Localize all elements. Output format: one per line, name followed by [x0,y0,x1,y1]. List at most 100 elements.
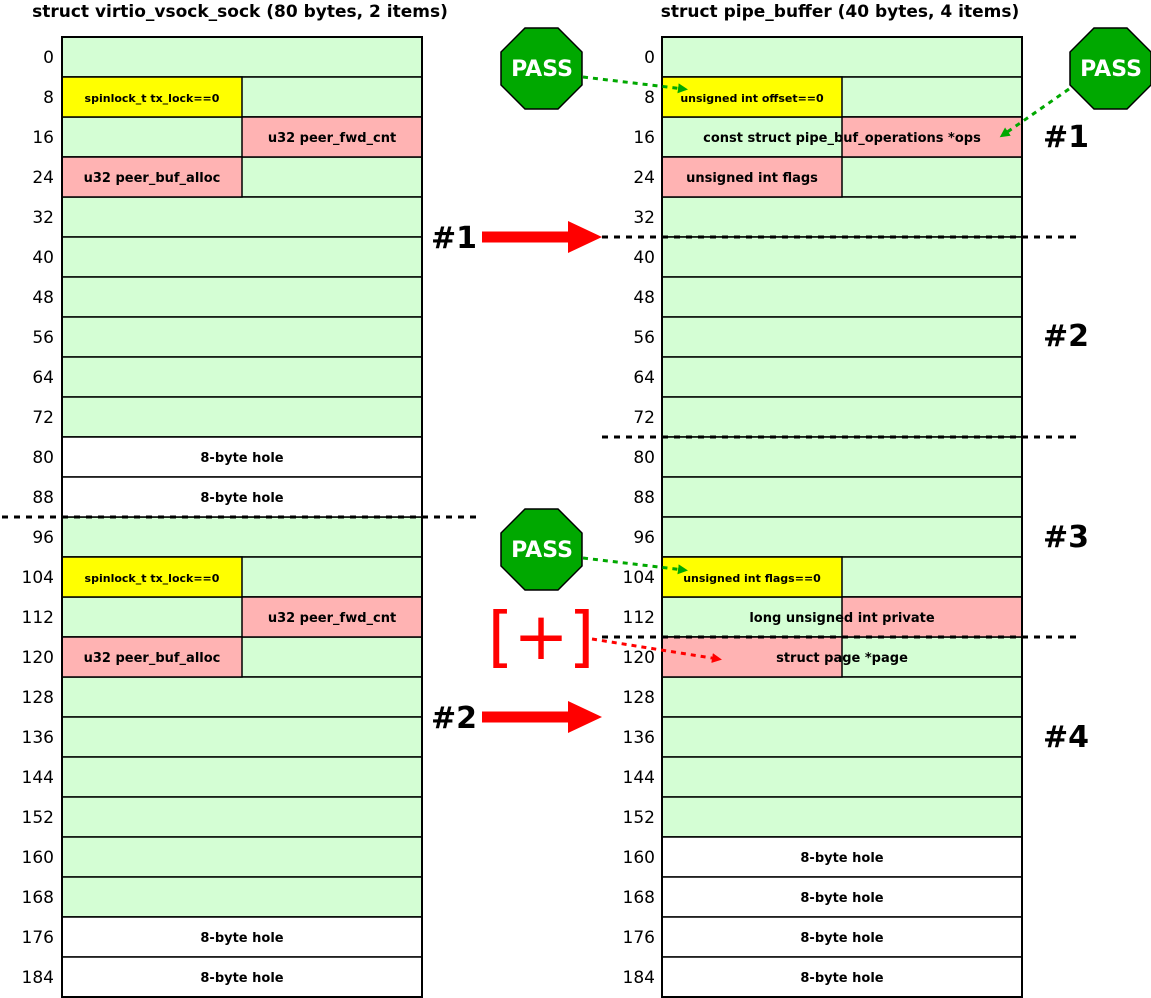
row-cell [661,196,1023,238]
field-cell [61,76,243,118]
item-label-2: #2 [1043,319,1089,354]
pass-stop-sign-1: PASS [500,27,583,110]
field-label: u32 peer_fwd_cnt [268,611,396,626]
pass-arrow-2 [999,87,1070,138]
field-label: unsigned int flags [686,171,818,186]
field-label: unsigned int offset==0 [680,92,824,105]
field-label: 8-byte hole [200,971,283,986]
field-cell [661,636,843,678]
pass-label-1: PASS [511,57,573,82]
field-label: 8-byte hole [800,851,883,866]
pass-stop-sign-3: PASS [500,508,583,591]
offset-label: 104 [22,568,54,588]
table-border [661,36,1023,998]
field-label: u32 peer_buf_alloc [84,651,221,666]
offset-label: 168 [22,888,54,908]
offset-label: 160 [22,848,54,868]
pass-arrow-3 [582,556,688,575]
row-cell [661,796,1023,838]
offset-label: 96 [32,528,54,548]
row-cell [661,436,1023,478]
field-label: u32 peer_fwd_cnt [268,131,396,146]
arrow-label-2: #2 [431,701,477,736]
row-cell [661,676,1023,718]
row-cell [61,716,423,758]
row-cell [661,396,1023,438]
row-cell [61,236,423,278]
offset-label: 80 [633,448,655,468]
offset-label: 48 [633,288,655,308]
offset-label: 168 [623,888,655,908]
field-label: spinlock_t tx_lock==0 [85,92,220,105]
field-cell [661,956,1023,998]
offset-label: 32 [32,208,54,228]
item-label-1: #1 [1043,120,1089,155]
row-cell [61,356,423,398]
row-cell [661,316,1023,358]
plus-marker: [+] [488,598,595,675]
red-arrow-1 [482,221,602,253]
row-cell [61,316,423,358]
field-label: 8-byte hole [800,931,883,946]
row-cell [61,276,423,318]
row-cell [61,756,423,798]
row-cell [661,236,1023,278]
offset-label: 152 [22,808,54,828]
field-cell [61,476,423,518]
row-cell [61,396,423,438]
offset-label: 120 [22,648,54,668]
field-label: 8-byte hole [200,451,283,466]
row-cell [61,516,423,558]
offset-label: 96 [633,528,655,548]
offset-label: 56 [32,328,54,348]
offset-label: 40 [32,248,54,268]
row-cell [61,676,423,718]
row-cell [61,876,423,918]
offset-label: 24 [32,168,54,188]
offset-label: 152 [623,808,655,828]
offset-label: 80 [32,448,54,468]
offset-label: 176 [22,928,54,948]
field-label: spinlock_t tx_lock==0 [85,572,220,585]
offset-label: 112 [22,608,54,628]
offset-label: 72 [633,408,655,428]
offset-label: 160 [623,848,655,868]
row-cell [661,516,1023,558]
field-cell [241,116,423,158]
field-cell [61,436,423,478]
offset-label: 184 [22,968,54,988]
field-label: 8-byte hole [200,491,283,506]
left-struct-table: 0816243240485664728088961041121201281361… [22,36,423,998]
offset-label: 16 [633,128,655,148]
field-cell [661,836,1023,878]
offset-label: 8 [43,88,54,108]
field-label: 8-byte hole [800,971,883,986]
row-cell [661,36,1023,78]
offset-label: 144 [22,768,54,788]
row-cell [61,796,423,838]
field-cell [661,156,843,198]
offset-label: 184 [623,968,655,988]
offset-label: 120 [623,648,655,668]
offset-label: 128 [623,688,655,708]
row-cell [661,756,1023,798]
field-label: u32 peer_buf_alloc [84,171,221,186]
offset-label: 40 [633,248,655,268]
field-label: const struct pipe_buf_operations *ops [703,131,981,146]
offset-label: 64 [32,368,54,388]
offset-label: 136 [623,728,655,748]
row-cell [661,276,1023,318]
row-cell [661,476,1023,518]
field-cell [841,596,1023,638]
right-struct-title: struct pipe_buffer (40 bytes, 4 items) [661,2,1020,22]
field-label: long unsigned int private [749,611,934,626]
offset-label: 32 [633,208,655,228]
left-struct-title: struct virtio_vsock_sock (80 bytes, 2 it… [32,2,448,22]
plus-arrow [591,637,722,663]
field-cell [61,556,243,598]
offset-label: 144 [623,768,655,788]
offset-label: 88 [32,488,54,508]
offset-label: 24 [633,168,655,188]
item-label-3: #3 [1043,520,1089,555]
